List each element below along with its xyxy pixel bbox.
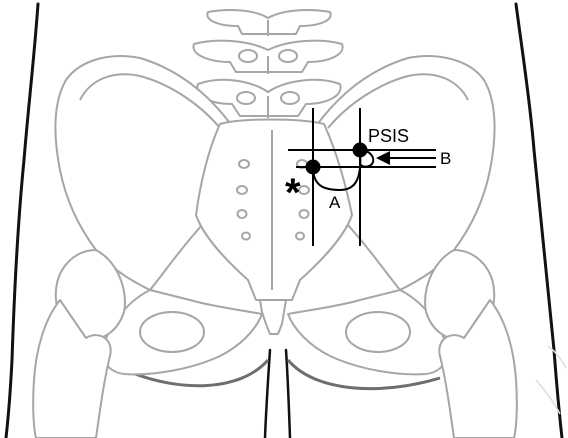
right-body-contour: [516, 4, 562, 438]
label-a: A: [329, 193, 341, 212]
facet-l5-left: [237, 92, 255, 104]
faint-lines: [536, 346, 566, 414]
left-body-contour: [6, 4, 38, 438]
foramen-right-3: [300, 210, 309, 218]
coccyx: [260, 300, 286, 334]
label-psis: PSIS: [368, 126, 409, 146]
landmark-dot-psis: [353, 143, 368, 158]
facet-l4-left: [239, 50, 257, 62]
foramen-left-3: [238, 210, 247, 218]
landmark-dot-lower: [306, 160, 321, 175]
foramen-left-2: [237, 186, 247, 194]
label-b: B: [440, 149, 451, 168]
foramen-left-4: [242, 233, 250, 240]
facet-l5-right: [281, 92, 299, 104]
lumbar-vertebrae: [193, 10, 342, 118]
facet-l4-right: [279, 50, 297, 62]
foramen-left-1: [239, 160, 249, 168]
asterisk-marker: *: [285, 171, 301, 215]
foramen-right-4: [296, 233, 304, 240]
left-obturator-foramen: [140, 312, 204, 352]
skeleton: [33, 10, 517, 438]
faint-stroke-1: [548, 346, 566, 368]
right-obturator-foramen: [346, 312, 410, 352]
